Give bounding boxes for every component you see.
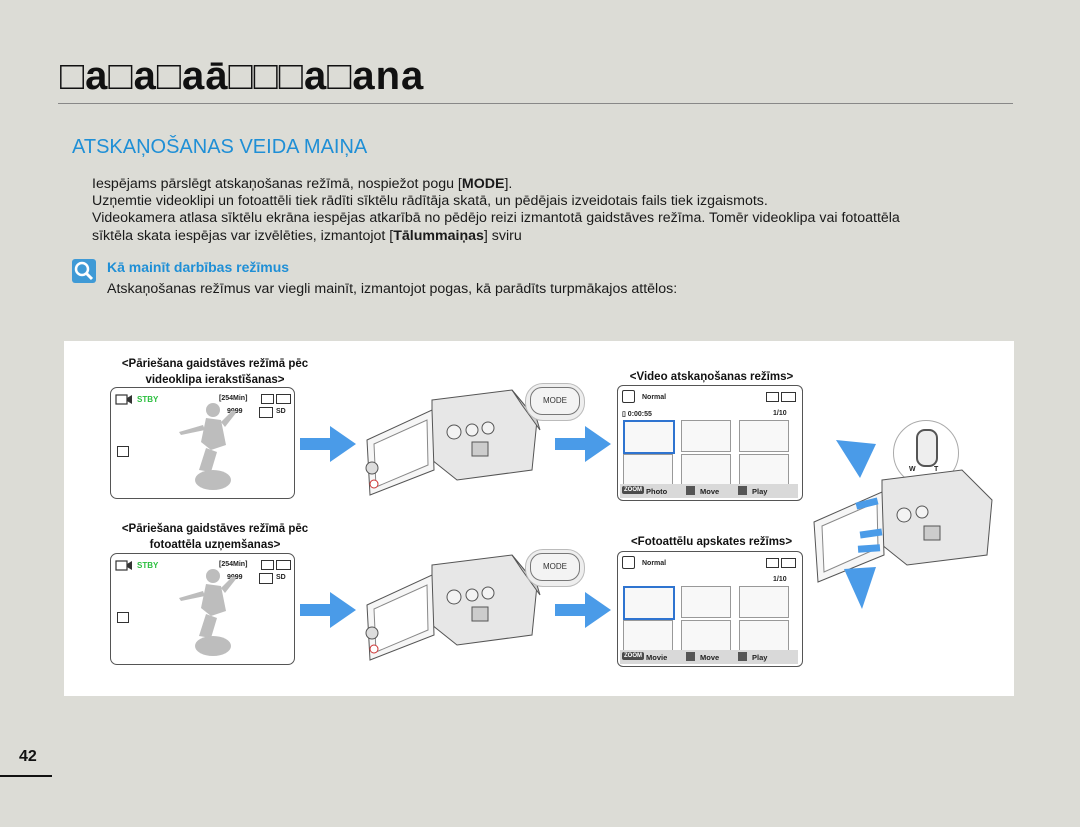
zoom-keyword: Tālummaiņas <box>393 228 484 244</box>
mode-button[interactable]: MODE <box>530 387 580 415</box>
play-icon <box>738 652 747 661</box>
caption-video-play: <Video atskaņošanas režīms> <box>629 371 794 383</box>
zoom-lever[interactable] <box>916 429 938 467</box>
standby-screen-video: STBY [254Min] 9999 SD <box>110 387 295 499</box>
standby-screen-photo: STBY [254Min] 9999 SD <box>110 553 295 665</box>
card-icon <box>766 558 779 568</box>
battery-icon <box>276 560 291 570</box>
thumbnail[interactable] <box>739 420 789 452</box>
title-divider <box>58 103 1013 104</box>
thumbnail[interactable] <box>739 620 789 652</box>
thumbnail[interactable] <box>681 420 731 452</box>
resolution-icon <box>259 573 273 584</box>
photo-view-icon <box>622 556 635 569</box>
zoom-tele-label: T <box>934 466 939 473</box>
thumbnail[interactable] <box>623 454 673 486</box>
page-counter: 1/10 <box>773 576 787 583</box>
thumbnail[interactable] <box>681 454 731 486</box>
move-button[interactable]: Move <box>700 653 720 662</box>
tip-title: Kā mainīt darbības režīmus <box>107 259 290 275</box>
thumbnail[interactable] <box>739 586 789 618</box>
shot-count: 9999 <box>227 408 243 415</box>
video-camera-icon <box>115 394 132 405</box>
mode-button[interactable]: MODE <box>530 553 580 581</box>
stby-label: STBY <box>137 561 159 570</box>
jumper-silhouette <box>179 403 236 490</box>
stby-label: STBY <box>137 395 159 404</box>
sd-label: SD <box>276 408 286 415</box>
move-icon <box>686 486 695 495</box>
zoom-wide-label: W <box>909 466 916 473</box>
shot-count: 9999 <box>227 574 243 581</box>
play-button[interactable]: Play <box>752 487 768 496</box>
paragraph-1: Iespējams pārslēgt atskaņošanas režīmā, … <box>92 176 513 192</box>
move-button[interactable]: Move <box>700 487 720 496</box>
battery-icon <box>781 558 796 568</box>
thumbnail[interactable] <box>681 620 731 652</box>
page-number: 42 <box>19 748 37 765</box>
playback-icon <box>117 612 129 623</box>
video-play-icon <box>622 390 635 403</box>
battery-icon <box>781 392 796 402</box>
move-icon <box>686 652 695 661</box>
paragraph-3: Videokamera atlasa sīktēlu ekrāna iespēj… <box>92 210 900 226</box>
resolution-icon <box>259 407 273 418</box>
page-number-rule <box>0 775 52 777</box>
page-counter: 1/10 <box>773 410 787 417</box>
quality-label: Normal <box>642 394 667 401</box>
arrow-up-icon <box>836 440 876 478</box>
mode-keyword: MODE <box>461 176 505 192</box>
arrow-right-icon <box>300 592 356 628</box>
video-camera-icon <box>115 560 132 571</box>
remaining-time: [254Min] <box>219 561 248 568</box>
button-bar: ZOOM Movie Move Play <box>620 650 798 664</box>
arrow-right-icon <box>555 592 611 628</box>
thumbnail[interactable] <box>739 454 789 486</box>
play-button[interactable]: Play <box>752 653 768 662</box>
thumbnail[interactable] <box>623 620 673 652</box>
button-bar: ZOOM Photo Move Play <box>620 484 798 498</box>
arrow-right-icon <box>555 426 611 462</box>
time-label: ▯ 0:00:55 <box>622 411 652 418</box>
arrow-down-icon <box>844 567 876 609</box>
sd-label: SD <box>276 574 286 581</box>
quality-label: Normal <box>642 560 667 567</box>
page-title: □a□a□aā□□□a□ana <box>60 54 425 98</box>
zoom-badge: ZOOM <box>622 486 644 494</box>
thumbnail[interactable] <box>681 586 731 618</box>
paragraph-4: sīktēla skata iespējas var izvēlēties, i… <box>92 228 522 244</box>
card-icon <box>261 394 274 404</box>
photo-button[interactable]: Photo <box>646 487 668 496</box>
jumper-silhouette <box>179 569 236 656</box>
camcorder-illustration <box>365 389 541 496</box>
playback-icon <box>117 446 129 457</box>
thumbnail[interactable] <box>623 586 675 620</box>
card-icon <box>261 560 274 570</box>
battery-icon <box>276 394 291 404</box>
camcorder-illustration <box>365 554 541 661</box>
section-heading: ATSKAŅOŠANAS VEIDA MAIŅA <box>72 136 368 158</box>
paragraph-2: Uzņemtie videoklipi un fotoattēli tiek r… <box>92 193 768 209</box>
zoom-badge: ZOOM <box>622 652 644 660</box>
remaining-time: [254Min] <box>219 395 248 402</box>
thumbnail[interactable] <box>623 420 675 454</box>
video-thumbnail-screen: Normal ▯ 0:00:55 1/10 ZOOM Photo Move Pl… <box>617 385 803 501</box>
tip-text: Atskaņošanas režīmus var viegli mainīt, … <box>107 281 678 297</box>
play-icon <box>738 486 747 495</box>
caption-photo-view: <Fotoattēlu apskates režīms> <box>630 536 793 548</box>
movie-button[interactable]: Movie <box>646 653 668 662</box>
magnifier-icon <box>72 259 96 283</box>
arrow-right-icon <box>300 426 356 462</box>
photo-thumbnail-screen: Normal 1/10 ZOOM Movie Move Play <box>617 551 803 667</box>
card-icon <box>766 392 779 402</box>
